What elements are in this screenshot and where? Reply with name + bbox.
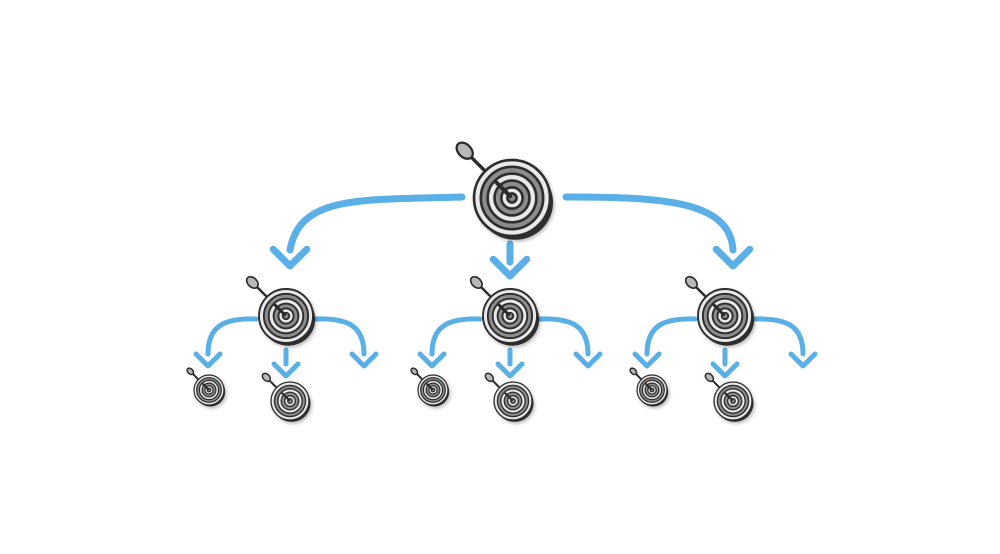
arrow-root-left [269, 193, 466, 270]
target-level3-6 [704, 372, 754, 422]
arrow-root-mid [489, 240, 531, 280]
group-1-arrow-left-line [205, 316, 259, 357]
group-2-arrow-left-line [429, 316, 483, 357]
group-1-arrow-right-line [313, 316, 367, 357]
arrow-root-right-line [562, 193, 737, 254]
group-1-arrow-left [193, 316, 259, 369]
group-3-arrow-right [752, 316, 818, 369]
arrow-root-right-head [712, 245, 754, 270]
group-1-arrow-mid [271, 347, 301, 379]
dartboard-icon [417, 374, 450, 407]
group-2-arrow-left-head [417, 351, 447, 369]
target-level2-right [684, 275, 755, 346]
arrow-root-left-head [269, 245, 311, 270]
group-1-arrow-right [313, 316, 379, 369]
group-2-arrow-right [537, 316, 603, 369]
target-level3-3 [410, 367, 450, 407]
arrow-root-right [562, 193, 754, 270]
dartboard-icon [493, 381, 534, 422]
dartboard-icon [193, 374, 226, 407]
dartboard-icon [472, 158, 554, 240]
group-2-arrow-right-head [573, 351, 603, 369]
group-2-arrow-right-line [537, 316, 591, 357]
arrow-root-left-line [286, 193, 466, 254]
target-level2-middle [469, 275, 540, 346]
group-3-arrow-right-line [752, 316, 806, 357]
group-3-arrow-mid [710, 347, 740, 379]
group-2-arrow-mid-head [495, 361, 525, 379]
target-level3-5 [629, 367, 669, 407]
dartboard-icon [636, 374, 669, 407]
group-3-arrow-left [632, 316, 698, 369]
arrow-root-mid-head [489, 255, 531, 280]
group-1-arrow-mid-head [271, 361, 301, 379]
dartboard-icon [482, 288, 540, 346]
group-3-arrow-left-line [644, 316, 698, 357]
dartboard-icon [270, 381, 311, 422]
group-1-arrow-left-head [193, 351, 223, 369]
target-level2-left [245, 275, 316, 346]
dartboard-icon [697, 288, 755, 346]
dartboard-icon [258, 288, 316, 346]
group-1-arrow-right-head [349, 351, 379, 369]
group-3-arrow-left-head [632, 351, 662, 369]
group-3-arrow-right-head [788, 351, 818, 369]
connector-arrows [193, 193, 818, 379]
target-root [455, 141, 554, 240]
group-2-arrow-left [417, 316, 483, 369]
target-level3-1 [186, 367, 226, 407]
group-2-arrow-mid [495, 347, 525, 379]
group-3-arrow-mid-head [710, 361, 740, 379]
target-level3-4 [484, 372, 534, 422]
dartboard-icon [713, 381, 754, 422]
targets [186, 141, 755, 422]
target-level3-2 [261, 372, 311, 422]
